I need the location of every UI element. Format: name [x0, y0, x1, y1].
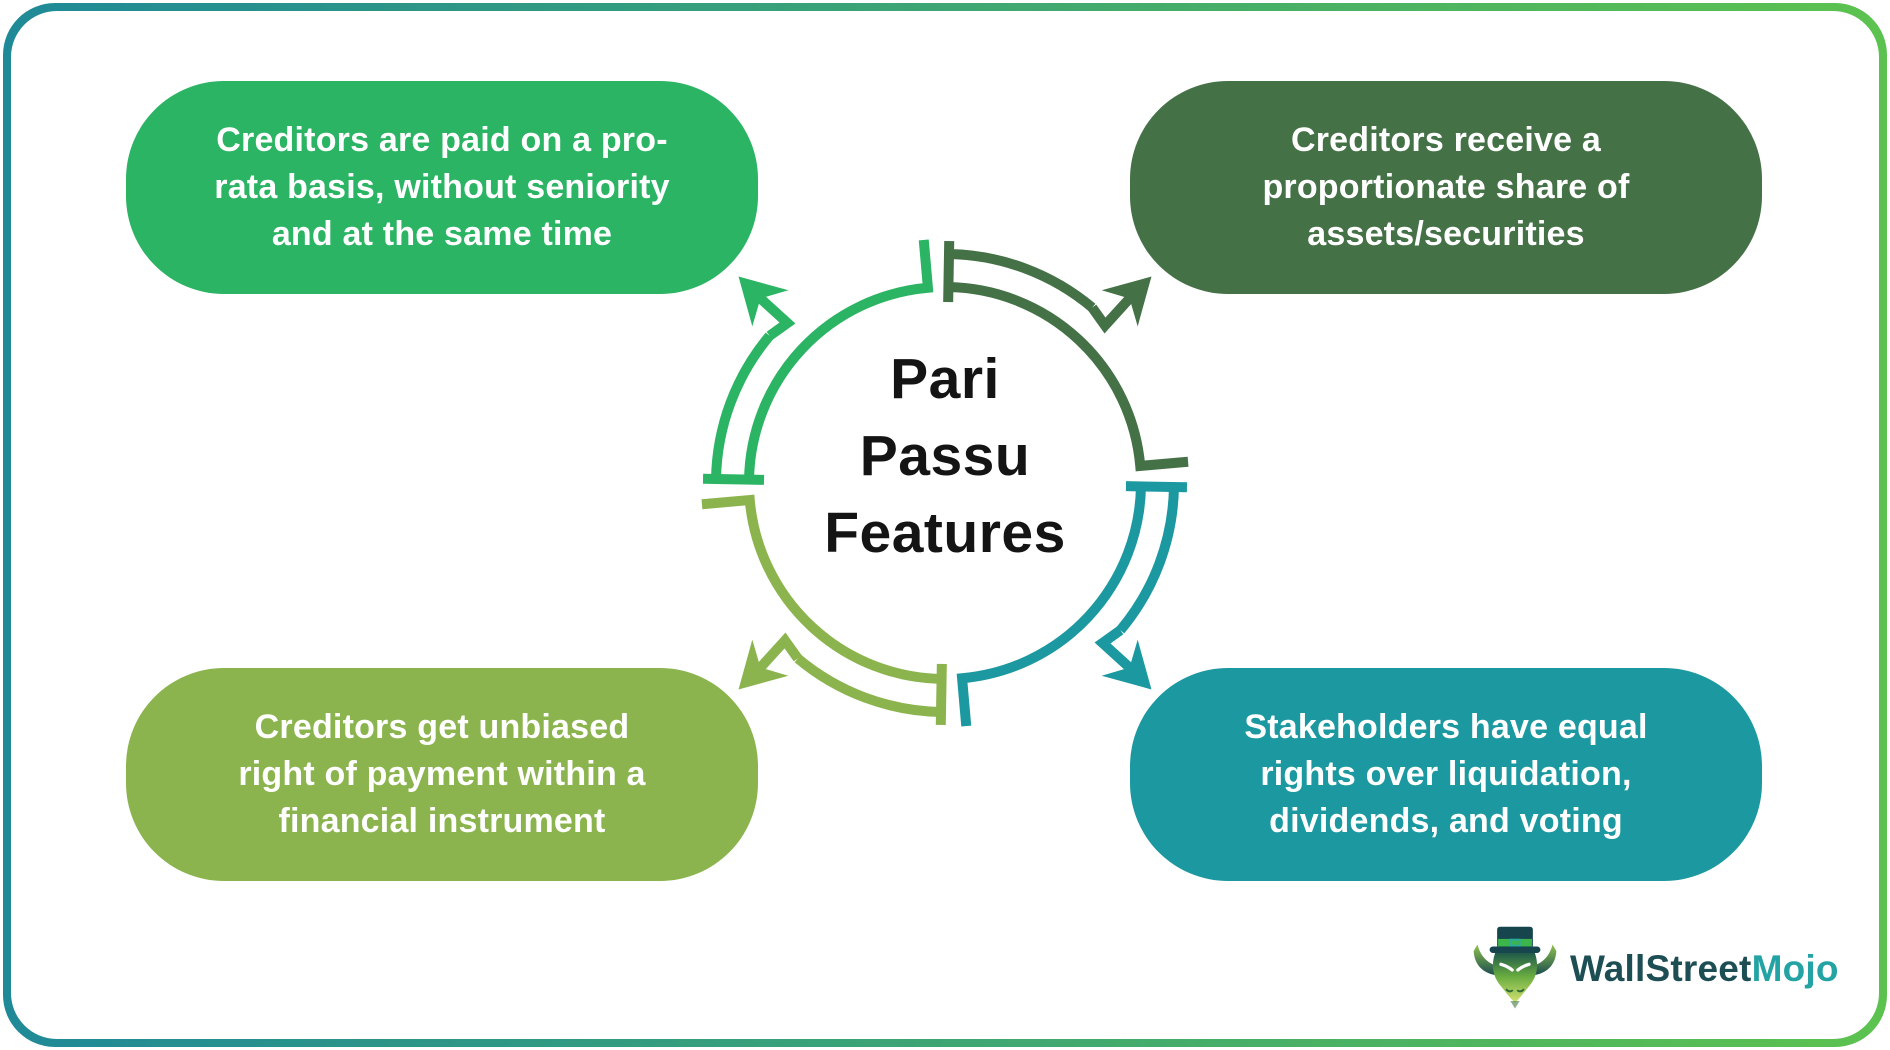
bull-logo-icon — [1473, 926, 1557, 1009]
feature-node-top-left-text: Creditors are paid on a pro- rata basis,… — [214, 121, 670, 253]
bull-left-nostril — [1505, 988, 1514, 993]
wallstreetmojo-logo: WallStreetMojo — [1468, 922, 1839, 1016]
diagram-title-line-2: Passu — [859, 424, 1031, 488]
feature-node-bottom-left: Creditors get unbiased right of payment … — [126, 668, 758, 881]
brand-wordmark: WallStreetMojo — [1570, 948, 1839, 990]
bull-hat-buckle — [1509, 938, 1521, 947]
bull-hat-band — [1498, 938, 1532, 947]
bull-chin — [1510, 1000, 1520, 1009]
brand-text-wallstreet: WallStreet — [1570, 948, 1752, 989]
feature-node-bottom-right: Stakeholders have equal rights over liqu… — [1130, 668, 1762, 881]
bull-right-nostril — [1516, 988, 1525, 993]
feature-node-top-right-text: Creditors receive a proportionate share … — [1262, 121, 1630, 253]
bull-face — [1492, 950, 1538, 1003]
feature-node-top-right: Creditors receive a proportionate share … — [1130, 81, 1762, 294]
bull-right-eye — [1516, 962, 1531, 972]
diagram-title-line-3: Features — [824, 501, 1066, 565]
feature-node-bottom-left-text: Creditors get unbiased right of payment … — [238, 708, 646, 840]
feature-node-top-left: Creditors are paid on a pro- rata basis,… — [126, 81, 758, 294]
bull-hat-brim — [1489, 946, 1541, 954]
diagram-title-line-1: Pari — [890, 347, 1000, 411]
feature-node-bottom-right-text: Stakeholders have equal rights over liqu… — [1244, 708, 1648, 840]
diagram-title: Pari Passu Features — [625, 341, 1265, 572]
bull-left-eye — [1499, 962, 1514, 972]
brand-text-mojo: Mojo — [1751, 948, 1839, 989]
